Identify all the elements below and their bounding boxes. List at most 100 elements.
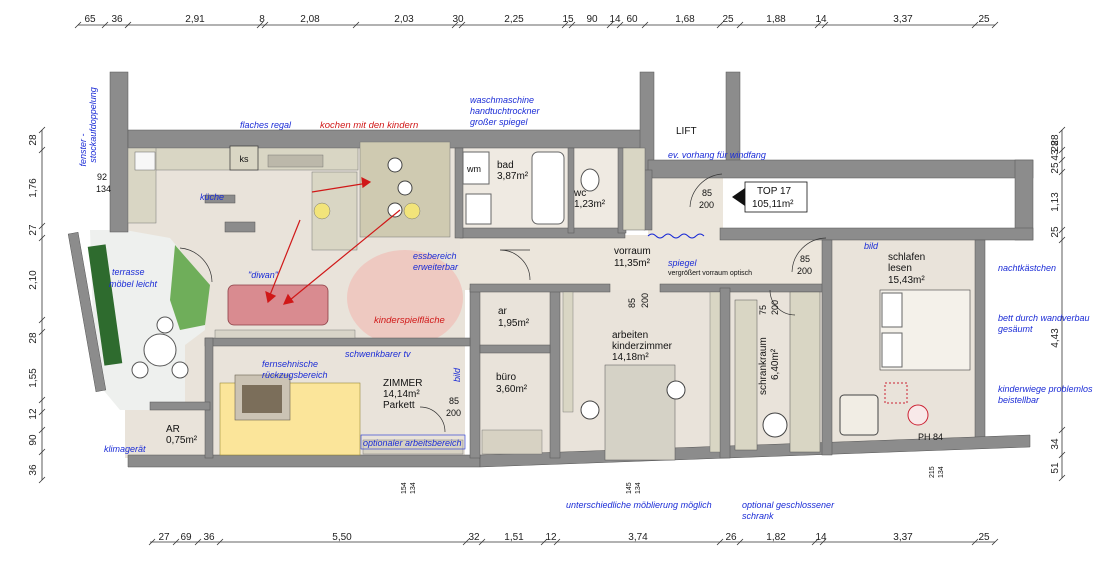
note-wasch-1: waschmaschine xyxy=(470,95,534,105)
dim-top-5: 2,03 xyxy=(394,14,414,25)
dimension-tick xyxy=(451,21,459,29)
ks-label: ks xyxy=(240,154,250,164)
schlafen-area: 15,43m² xyxy=(888,275,925,286)
window-zimmer-dim-a: 154 xyxy=(401,482,408,494)
note-kueche: küche xyxy=(200,192,224,202)
wall-bed-top xyxy=(719,227,1034,241)
bath-furniture: wm xyxy=(462,147,646,231)
note-fenster-1: fenster - xyxy=(78,133,88,166)
wall-bottom-main xyxy=(127,454,481,468)
window-bed-dim-b: 134 xyxy=(938,466,945,478)
note-flaches-regal: flaches regal xyxy=(240,120,292,130)
note-fernseh-1: fernsehnische xyxy=(262,359,318,369)
wall-terrasse-left xyxy=(67,232,107,392)
wall-work-right xyxy=(719,287,731,459)
note-bild-side: bild xyxy=(452,367,462,382)
dim-top-10: 14 xyxy=(609,14,621,25)
living-furniture xyxy=(214,284,464,456)
dimension-tick xyxy=(38,222,46,230)
dimension-tick xyxy=(458,21,466,29)
door-zimmer-dim-b: 200 xyxy=(446,408,461,418)
chair xyxy=(387,157,403,173)
dimension-tick xyxy=(38,396,46,404)
dimension-tick xyxy=(1058,474,1066,482)
apartment-tag: TOP 17 105,11m² xyxy=(732,181,808,213)
planter xyxy=(87,244,123,366)
ar-area: 1,95m² xyxy=(498,318,530,329)
note-klima: klimagerät xyxy=(104,444,146,454)
floor-ar xyxy=(480,290,550,345)
note-geschlossen-1: optional geschlossener xyxy=(742,500,835,510)
arrow-head xyxy=(265,290,277,304)
dimension-tick xyxy=(736,21,744,29)
dim-left-0: 28 xyxy=(28,134,39,146)
dim-right-4: 1,13 xyxy=(1050,192,1061,212)
annotations-red: kochen mit den kindern kinderspielfläche xyxy=(320,120,445,326)
dim-top-14: 1,88 xyxy=(766,14,786,25)
dimension-tick xyxy=(716,21,724,29)
dimension-tick xyxy=(261,21,269,29)
note-wasch-2: handtuchtrockner xyxy=(470,106,541,116)
wall-bed-right xyxy=(974,239,986,446)
dimension-tick xyxy=(1058,451,1066,459)
door-entry-dim-a: 85 xyxy=(702,188,712,198)
dim-bottom-10: 14 xyxy=(815,532,827,543)
planter-green xyxy=(170,245,210,330)
note-schwenk: schwenkbarer tv xyxy=(345,349,411,359)
wc-name: wc xyxy=(573,188,586,199)
dimension-tick xyxy=(38,476,46,484)
dim-left-6: 12 xyxy=(28,408,39,420)
dimension-chain-bottom xyxy=(148,538,999,546)
small-ar-area: 0,75m² xyxy=(166,435,198,446)
note-wiege-2: beistellbar xyxy=(998,395,1040,405)
terrace-table xyxy=(143,333,177,367)
bad-name: bad xyxy=(497,160,514,171)
note-wasch-3: großer spiegel xyxy=(470,117,529,127)
dimension-tick xyxy=(194,538,202,546)
arrow-head xyxy=(282,293,295,305)
dim-bottom-0: 27 xyxy=(158,532,170,543)
bedroom-furniture xyxy=(839,289,971,436)
wall-kitchen-mid-b xyxy=(204,194,236,204)
note-wiege-1: kinderwiege problemlos xyxy=(998,384,1093,394)
dim-top-0: 65 xyxy=(84,14,96,25)
wall-zimmer-left xyxy=(204,337,214,459)
schlafen-label-2: lesen xyxy=(888,263,912,274)
dimension-tick xyxy=(124,21,132,29)
wm-label: wm xyxy=(466,164,481,174)
sink xyxy=(134,151,156,171)
dim-left-2: 27 xyxy=(28,224,39,236)
window-work-dim-b: 134 xyxy=(635,482,642,494)
flow-arrows xyxy=(265,176,401,305)
note-fenster-2: stockaufdoppelung xyxy=(88,87,98,163)
note-bild-top: bild xyxy=(864,241,879,251)
wall-vorraum-bottom-b xyxy=(659,283,831,293)
dim-bottom-11: 3,37 xyxy=(893,532,913,543)
arbeiten-area: 14,18m² xyxy=(612,352,649,363)
dimension-tick xyxy=(148,538,156,546)
dimension-tick xyxy=(716,538,724,546)
floor-windfang xyxy=(648,170,723,235)
door-kitchen xyxy=(179,247,213,283)
dimension-tick xyxy=(641,21,649,29)
dimension-tick xyxy=(821,21,829,29)
dimension-tick xyxy=(736,538,744,546)
dimension-tick xyxy=(38,234,46,242)
wall-bad-left xyxy=(454,147,464,239)
dimension-tick xyxy=(172,538,180,546)
note-vorhang: ev. vorhang für windfang xyxy=(668,150,766,160)
kitchen-window-dim-a: 92 xyxy=(97,172,107,182)
dim-bottom-3: 5,50 xyxy=(332,532,352,543)
doors xyxy=(179,173,827,433)
dim-right-3: 28 xyxy=(1050,140,1061,152)
dim-right-2: 43 xyxy=(1050,149,1061,161)
apartment-tag-name: TOP 17 xyxy=(757,186,792,197)
dim-top-11: 60 xyxy=(626,14,638,25)
plate xyxy=(313,202,331,220)
annotations-blue: fenster - stockaufdoppelung flaches rega… xyxy=(78,87,1093,521)
dimension-tick xyxy=(1058,236,1066,244)
dim-top-15: 14 xyxy=(815,14,827,25)
dim-left-3: 2,10 xyxy=(28,270,39,290)
window-work-dim-a: 145 xyxy=(626,482,633,494)
